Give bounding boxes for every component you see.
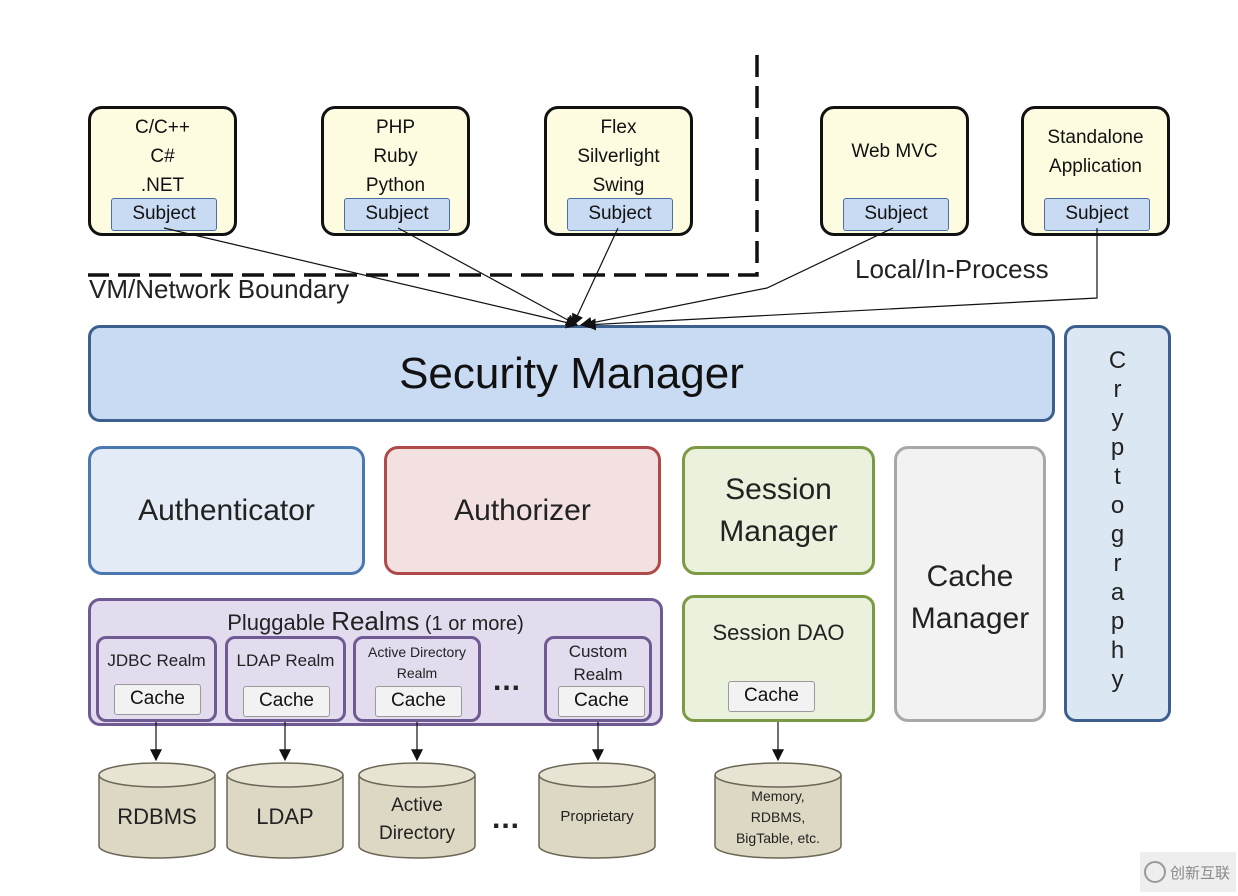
datastore-label: LDAP [256,804,314,829]
client-flex: Flex Silverlight Swing Subject [544,106,693,236]
session-manager-label: Manager [719,514,838,548]
realms-title-main: Realms [331,606,420,636]
subject-box: Subject [1044,198,1150,231]
security-manager: Security Manager [88,325,1055,422]
session-dao: Session DAO Cache [682,595,875,722]
cache-box: Cache [375,686,462,717]
subject-box: Subject [344,198,450,231]
client-line: PHP [375,117,416,138]
client-line: Python [365,175,426,196]
datastore-rdbms: RDBMS [98,762,216,859]
datastore-memory: Memory, RDBMS, BigTable, etc. [714,762,842,859]
watermark: 创新互联 [1140,852,1236,892]
client-line: Swing [592,175,645,196]
datastore-proprietary: Proprietary [538,762,656,859]
datastore-label: Directory [378,823,455,844]
authenticator-label: Authenticator [138,493,315,527]
realm-label: Active Directory [367,644,467,660]
client-line: Web MVC [851,141,938,162]
datastore-label: Proprietary [560,808,634,825]
realm-custom: Custom Realm Cache [544,636,652,722]
client-php: PHP Ruby Python Subject [321,106,470,236]
datastore-label: RDBMS [117,804,197,829]
datastore-ellipsis: ... [492,802,521,835]
session-dao-label: Session DAO [712,620,845,645]
cylinder-icon [714,762,842,859]
security-manager-label: Security Manager [399,348,744,398]
cylinder-icon [226,762,344,859]
realm-label: Realm [396,665,438,681]
realm-label: Custom [568,642,628,661]
local-in-process-label: Local/In-Process [855,254,1049,284]
datastore-label: BigTable, etc. [735,830,821,846]
realm-ldap: LDAP Realm Cache [225,636,346,722]
datastore-ldap: LDAP [226,762,344,859]
client-cpp: C/C++ C# .NET Subject [88,106,237,236]
datastore-active-directory: Active Directory [358,762,476,859]
datastore-label: Memory, [751,788,805,804]
cache-manager-label: Cache [926,560,1014,593]
client-line: Silverlight [577,146,660,167]
realm-label: JDBC Realm [107,651,206,670]
realm-label: Realm [573,665,623,684]
client-line: C# [150,146,175,167]
session-manager-label: Session [725,472,832,506]
cylinder-icon [358,762,476,859]
cache-manager-label: Manager [910,602,1030,635]
arrow-client-php [397,227,579,326]
realm-active-directory: Active Directory Realm Cache [353,636,481,722]
authenticator: Authenticator [88,446,365,575]
datastore-label: Active [391,795,443,816]
cache-box: Cache [558,686,645,717]
subject-box: Subject [843,198,949,231]
watermark-text: 创新互联 [1170,863,1231,882]
realms-title-suffix: (1 or more) [419,613,524,635]
cache-box: Cache [728,681,815,712]
client-line: Flex [600,117,637,138]
client-line: Ruby [373,146,418,167]
client-line: C/C++ [135,117,190,138]
client-standalone: Standalone Application Subject [1021,106,1170,236]
client-line: Application [1049,156,1142,177]
session-manager: Session Manager [682,446,875,575]
authorizer-label: Authorizer [454,493,591,527]
vm-network-boundary-label: VM/Network Boundary [89,274,350,304]
authorizer: Authorizer [384,446,661,575]
cache-manager: Cache Manager [894,446,1046,722]
cylinder-icon [98,762,216,859]
realm-label: LDAP Realm [236,651,335,670]
cylinder-icon [538,762,656,859]
realms-title-prefix: Pluggable [227,610,332,635]
client-line: .NET [140,175,185,196]
client-line: Standalone [1047,127,1144,148]
subject-box: Subject [111,198,217,231]
watermark-logo-icon [1144,861,1166,883]
cache-box: Cache [243,686,330,717]
cache-box: Cache [114,684,201,715]
pluggable-realms-title: Pluggable Realms (1 or more) [91,606,660,637]
arrow-client-flex [572,227,619,327]
realm-jdbc: JDBC Realm Cache [96,636,217,722]
subject-box: Subject [567,198,673,231]
client-web-mvc: Web MVC Subject [820,106,969,236]
realms-ellipsis: ... [493,664,522,697]
arrow-client-web-mvc [579,227,894,329]
datastore-label: RDBMS, [750,809,806,825]
